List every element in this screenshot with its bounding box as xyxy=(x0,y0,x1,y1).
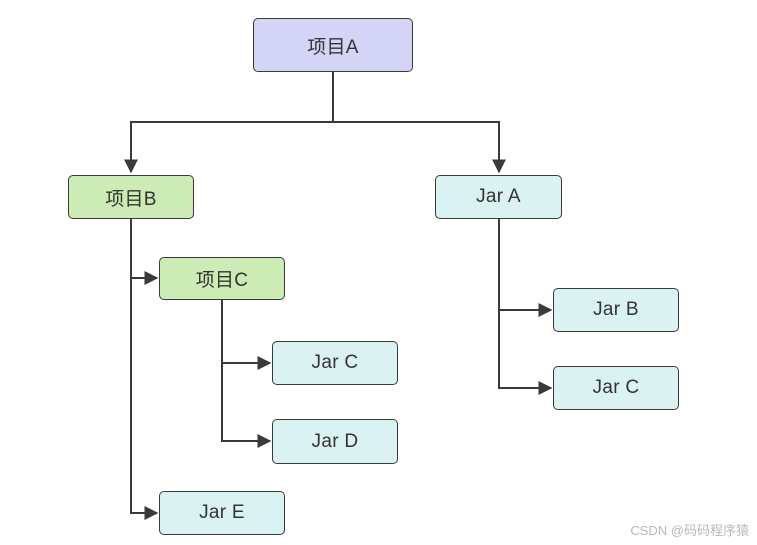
watermark: CSDN @码码程序猿 xyxy=(630,523,749,538)
edge-project-b-to-project-c xyxy=(130,219,159,285)
node-jar-b: Jar B xyxy=(553,288,679,332)
node-jar-c-right: Jar C xyxy=(553,366,679,410)
edge-project-c-to-jar-d xyxy=(221,363,272,448)
node-project-a: 项目A xyxy=(253,18,413,72)
node-jar-a: Jar A xyxy=(435,175,562,219)
node-project-b: 项目B xyxy=(68,175,194,219)
node-jar-d: Jar D xyxy=(272,419,398,464)
edge-project-c-to-jar-c xyxy=(221,300,272,370)
node-jar-c-left: Jar C xyxy=(272,341,398,385)
node-jar-e: Jar E xyxy=(159,491,285,535)
edge-root-to-jar-a xyxy=(333,121,506,174)
edge-jar-a-to-jar-b xyxy=(498,219,553,317)
node-project-c: 项目C xyxy=(159,257,285,300)
edge-root-to-project-b xyxy=(124,72,334,174)
edge-jar-a-to-jar-c xyxy=(498,310,553,395)
edge-project-b-to-jar-e xyxy=(130,278,159,520)
